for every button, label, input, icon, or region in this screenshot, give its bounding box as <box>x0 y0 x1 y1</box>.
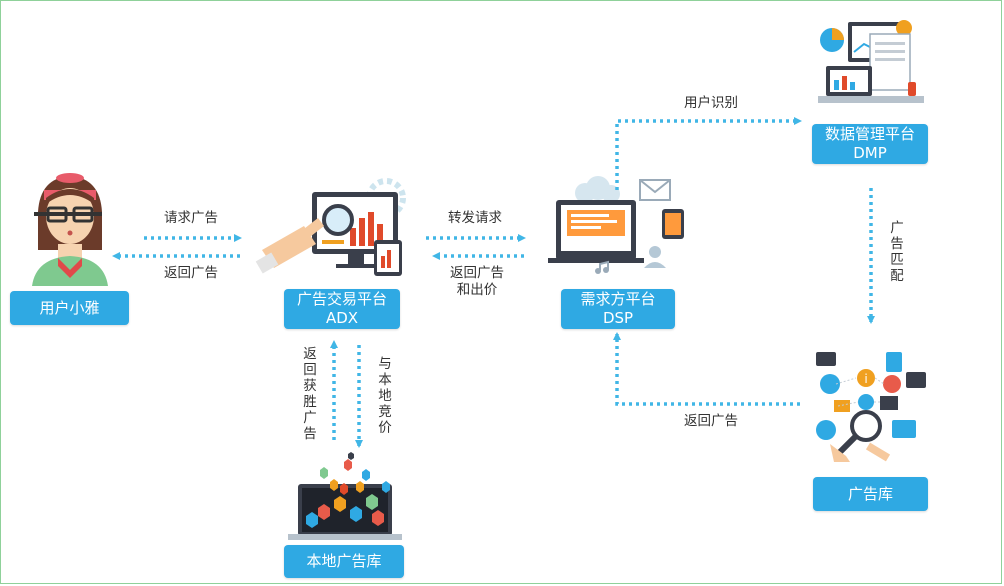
dsp-node: 需求方平台 DSP <box>561 289 675 329</box>
dmp-node-label: 数据管理平台 <box>824 125 915 143</box>
dmp-node: 数据管理平台 DMP <box>812 124 928 164</box>
edge-label-return-winning-ad: 返回获胜广告 <box>303 346 317 442</box>
edge-label-return-ad-and-bid-line2: 和出价 <box>456 282 498 298</box>
svg-text:i: i <box>864 372 867 386</box>
edge-label-local-bid: 与本地竞价 <box>378 356 392 436</box>
dsp-node-sub: DSP <box>602 309 634 327</box>
local-adlib-node-label: 本地广告库 <box>306 552 382 570</box>
edge-label-forward-request: 转发请求 <box>448 210 502 226</box>
edge-label-return-ad-and-bid-line1: 返回广告 <box>450 265 504 281</box>
edge-label-user-identify: 用户识别 <box>684 95 738 111</box>
user-node-label: 用户小雅 <box>39 298 100 317</box>
local-adlib-node: 本地广告库 <box>284 545 404 578</box>
edge-label-return-ad-to-user: 返回广告 <box>164 265 218 281</box>
adlib-node: 广告库 <box>813 477 928 511</box>
user-avatar-icon <box>32 173 108 286</box>
adlib-illustration-icon: i <box>816 352 926 462</box>
dsp-illustration-icon <box>548 176 684 274</box>
dmp-illustration-icon <box>818 20 924 103</box>
adx-node-sub: ADX <box>325 309 359 327</box>
user-node: 用户小雅 <box>10 291 129 325</box>
adlib-node-label: 广告库 <box>847 484 893 503</box>
edge-label-return-ad-to-dsp: 返回广告 <box>684 413 738 429</box>
dmp-node-sub: DMP <box>853 144 887 162</box>
adx-node: 广告交易平台 ADX <box>284 289 400 329</box>
local-adlib-illustration-icon <box>288 452 402 540</box>
arrow-return-ad-to-dsp <box>613 332 800 406</box>
edge-label-ad-match: 广告匹配 <box>890 220 904 284</box>
arrow-user-identify <box>615 117 802 190</box>
edge-label-request-ad: 请求广告 <box>164 210 218 226</box>
dsp-node-label: 需求方平台 <box>580 290 656 308</box>
adx-illustration-icon <box>255 178 406 276</box>
edge-label-return-ad-and-bid: 返回广告 和出价 <box>446 265 508 299</box>
adx-node-label: 广告交易平台 <box>296 290 387 308</box>
